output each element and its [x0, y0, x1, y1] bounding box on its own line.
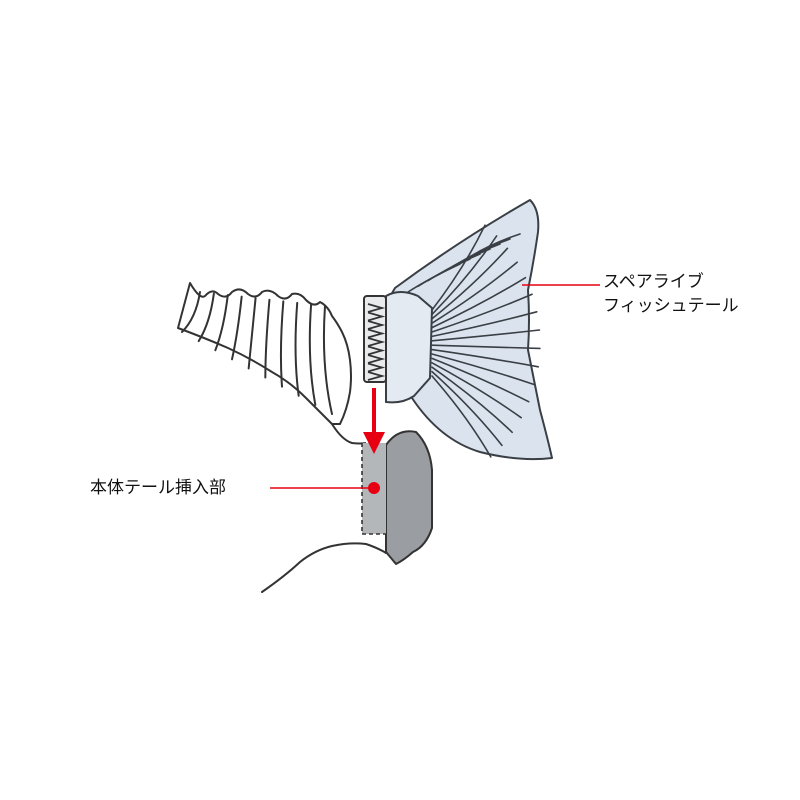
tail-fin-ray	[431, 329, 541, 342]
body-upper-outline	[177, 282, 352, 425]
connector-rib	[367, 354, 386, 364]
tail-fin-ray	[431, 366, 513, 434]
tail-fin-ray	[431, 235, 498, 316]
connector-rib	[367, 362, 386, 373]
body-scale-stripe	[294, 301, 300, 397]
tail-base-plate	[385, 291, 433, 404]
body-neck-curve	[331, 423, 367, 445]
body-slot-label: 本体テール挿入部	[90, 478, 226, 498]
body-scale-stripe	[214, 294, 229, 352]
body-scale-stripe	[264, 298, 271, 379]
slot-dark-section	[385, 430, 433, 565]
tail-fin-ray	[431, 293, 533, 333]
body-scale-stripes	[181, 291, 333, 415]
tail-fin-ray	[431, 348, 540, 368]
connector-ribs	[367, 303, 386, 381]
tail-fin-ray	[431, 276, 527, 329]
connector-rib	[367, 345, 386, 356]
arrow-down-icon	[363, 388, 385, 454]
slot-dashed-outline	[361, 443, 386, 535]
connector-rib	[367, 303, 386, 313]
slot-marker-dot	[368, 482, 380, 494]
body-scale-stripe	[279, 300, 285, 388]
tail-fin-ray	[431, 247, 509, 320]
spare-tail-label-line2: フィッシュテール	[603, 296, 739, 316]
body-lower-outline	[261, 542, 387, 593]
tail-fin-ray	[431, 311, 538, 338]
tail-fin-outline	[385, 199, 553, 461]
body-scale-stripe	[322, 305, 333, 415]
body-tail-slot	[361, 430, 433, 565]
body-scale-stripe	[231, 295, 243, 361]
connector-rib	[367, 320, 386, 330]
body-scale-stripe	[197, 292, 215, 343]
tail-fin-ray	[431, 370, 503, 447]
spare-tail-label: スペアライブ フィッシュテール	[603, 270, 739, 318]
tail-fin-ray	[431, 362, 522, 419]
connector-rib	[367, 337, 386, 347]
tail-fin-ray	[431, 224, 486, 311]
connector-rib	[367, 311, 386, 322]
body-scale-stripe	[247, 297, 257, 370]
tail-fin-ray	[431, 353, 536, 386]
body-scale-stripe	[308, 303, 317, 406]
tail-fin-ray	[431, 375, 492, 458]
spare-tail-label-line1: スペアライブ	[603, 272, 704, 292]
connector-rib	[367, 328, 386, 339]
tail-fin-ray	[467, 233, 521, 259]
body-upper-fragment	[177, 282, 352, 425]
tail-fin-ray	[431, 357, 530, 403]
tail-fin-rays	[407, 224, 541, 458]
body-scale-stripe	[181, 291, 201, 333]
tail-fin-ray	[431, 344, 541, 350]
tail-fin-ray	[431, 261, 518, 324]
spare-fish-tail	[363, 199, 553, 461]
connector-rib	[367, 371, 386, 381]
